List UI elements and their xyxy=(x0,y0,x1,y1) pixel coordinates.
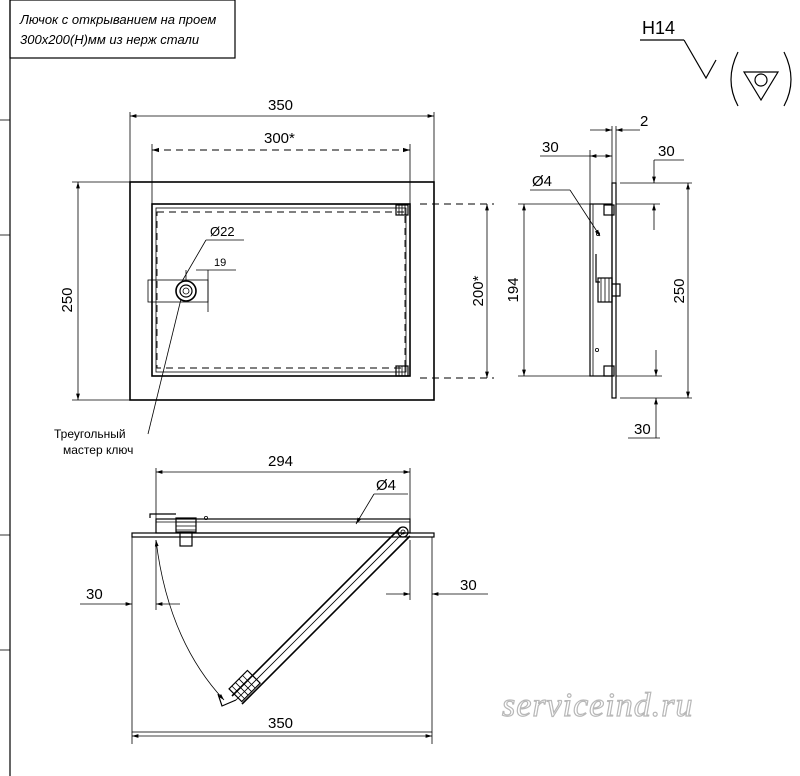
top-lock-icon xyxy=(149,513,197,547)
side-hinge-top xyxy=(603,204,615,216)
top-margin-right-label: 30 xyxy=(460,577,477,594)
front-frame-outline xyxy=(129,181,435,401)
lock-offset-label: 19 xyxy=(214,257,226,269)
side-hole-label: Ø4 xyxy=(532,173,552,190)
hinge-bottom-right xyxy=(395,365,409,377)
opening-dashed xyxy=(156,211,406,369)
side-depth-label: 30 xyxy=(542,139,559,156)
lock-diameter-label: Ø22 xyxy=(210,224,235,239)
sheet-frame xyxy=(0,0,236,776)
top-door-width-label: 294 xyxy=(268,453,293,470)
front-view: Ø22 19 350 300* 250 200* Треугольный мас… xyxy=(54,97,494,457)
top-hinge-icon xyxy=(397,526,409,538)
top-door-open xyxy=(217,527,411,707)
side-thickness-label: 2 xyxy=(640,113,648,130)
title-line-1: Лючок с открыванием на проем xyxy=(19,12,216,27)
callout-line-1: Треугольный xyxy=(54,427,126,441)
top-view: 294 Ø4 30 30 350 xyxy=(80,453,488,744)
side-hinge-bottom xyxy=(603,365,615,377)
title-block: Лючок с открыванием на проем 300х200(Н)м… xyxy=(19,12,216,47)
top-margin-left-label: 30 xyxy=(86,586,103,603)
top-width-outer-label: 350 xyxy=(268,715,293,732)
front-height-opening: 200* xyxy=(470,275,487,306)
front-width-outer: 350 xyxy=(268,97,293,114)
side-view: 2 30 30 Ø4 194 250 30 xyxy=(505,113,692,439)
side-height-outer-label: 250 xyxy=(671,278,688,303)
hinge-top-right xyxy=(395,204,409,216)
side-lock-icon xyxy=(595,254,621,303)
side-offset-bottom-label: 30 xyxy=(634,421,651,438)
watermark-text: serviceind.ru xyxy=(502,687,693,724)
swing-arc xyxy=(154,539,225,701)
roughness-symbol: H14 xyxy=(640,18,792,107)
roughness-label: H14 xyxy=(642,18,675,38)
front-height-outer: 250 xyxy=(59,287,76,312)
front-door-outline xyxy=(151,203,411,377)
title-line-2: 300х200(Н)мм из нерж стали xyxy=(20,32,199,47)
top-wall-outline xyxy=(131,536,433,733)
side-offset-top-label: 30 xyxy=(658,143,675,160)
callout-line-2: мастер ключ xyxy=(63,443,133,457)
side-door-height-label: 194 xyxy=(505,277,522,302)
top-hole-label: Ø4 xyxy=(376,477,396,494)
top-door-closed xyxy=(155,518,411,534)
front-width-opening: 300* xyxy=(264,130,295,147)
